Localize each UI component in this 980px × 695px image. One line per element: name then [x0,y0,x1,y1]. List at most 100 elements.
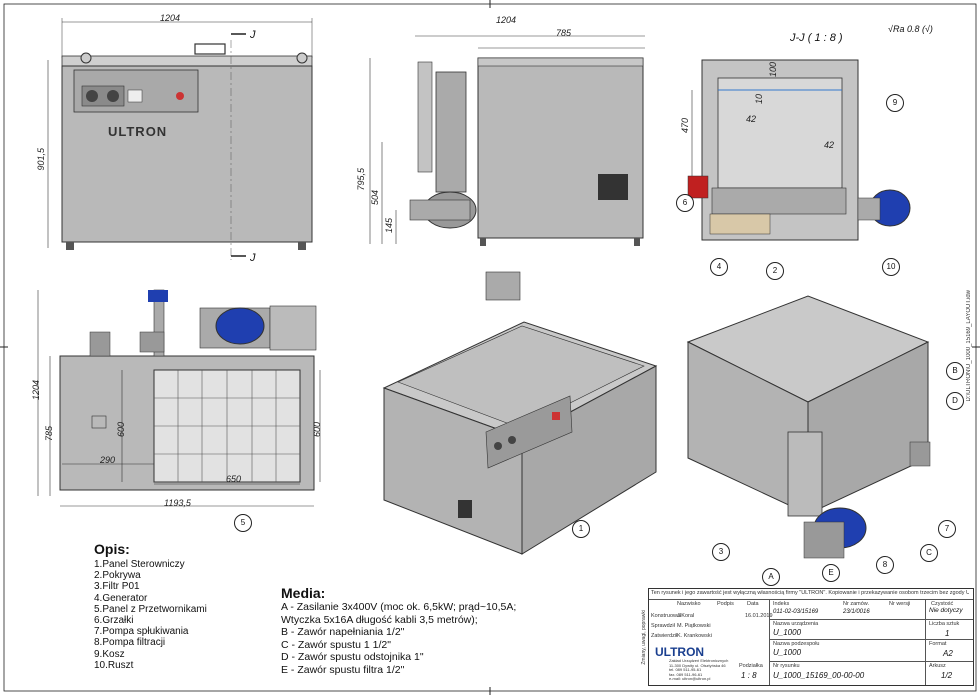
front-view [47,18,313,260]
media-item: D - Zawór spustu odstojnika 1" [281,651,424,664]
rear-view [37,289,321,507]
revision-column-text: Zmiany, uwagi, poprawki [641,610,647,665]
callout-3: 3 [712,543,730,561]
media-item: B - Zawór napełniania 1/2" [281,626,405,639]
hdr-surface: Czystość [931,601,954,607]
dim-height-145: 145 [384,218,394,234]
dim-rear-650: 650 [226,474,242,484]
dim-height-side: 795,5 [356,168,366,191]
roughness-symbol: √Ra 0.8 (√) [888,24,933,34]
subassembly-label: Nazwa podzespołu [773,641,820,647]
callout-1: 1 [572,520,590,538]
legend-item: 9.Kosz [94,648,125,660]
callout-e: E [822,564,840,582]
format-value: A2 [943,649,953,658]
callout-b: B [946,362,964,380]
hdr-sign: Podpis [717,601,734,607]
section-marker-bottom: J [250,252,256,264]
drawing-label: Nr rysunku [773,663,800,669]
callout-a: A [762,568,780,586]
dim-sec-10: 10 [754,94,764,105]
company-line: tel. 089 511-95-61 [669,667,702,673]
dim-height-504: 504 [370,190,380,206]
name-approved: K. Krankowski [677,633,712,639]
callout-10: 10 [882,258,900,276]
legend-item: 10.Ruszt [94,659,134,671]
media-item: C - Zawór spustu 1 1/2" [281,638,391,651]
index-value: 011-02-03/15169 [773,609,819,615]
side-view [369,35,645,246]
date-designed: 16.01.2019 [745,613,773,619]
section-label: J-J ( 1 : 8 ) [790,32,843,44]
drawing-number: U_1000_15169_00-00-00 [773,671,865,680]
hdr-order: Nr zamów. [843,601,869,607]
legend-item: 1.Panel Sterowniczy [94,559,185,570]
iso-front-view [382,271,658,555]
role-approved: Zatwierdził [651,633,678,639]
hdr-qty: Liczba sztuk [929,621,960,627]
dim-overall-width-side: 1204 [496,15,517,25]
media-list: Media: A - Zasilanie 3x400V (moc ok. 6,5… [281,585,516,677]
dim-sec-100: 100 [768,62,778,78]
callout-6: 6 [676,194,694,212]
role-checked: Sprawdził [651,623,675,629]
iso-rear-view [686,295,931,559]
company-logo: ULTRON [655,645,705,659]
callout-8: 8 [876,556,894,574]
hdr-sheet: Arkusz [929,663,946,669]
dim-sec-470: 470 [680,118,690,134]
company-line: e-mail: ultron@ultron.pl [669,676,711,682]
company-line: 11-300 Dywity ul. Olsztyńska 46 [669,662,726,668]
dim-tank-length: 785 [556,28,572,38]
qty-value: 1 [945,629,950,638]
dim-height-front: 901,5 [36,148,46,171]
legend-item: 4.Generator [94,592,148,604]
scale-value: 1 : 8 [741,671,757,680]
order-value: 23/1/0016 [843,609,870,615]
hdr-name: Nazwisko [677,601,701,607]
hdr-date: Data [747,601,759,607]
callout-c: C [920,544,938,562]
company-line: fax. 089 511-96-61 [669,671,703,677]
surface-value: Nie dotyczy [929,607,963,614]
section-marker-top: J [250,29,256,41]
title-block-notice: Ten rysunek i jego zawartość jest wyłącz… [651,590,969,596]
legend-item: 5.Panel z Przetwornikami [94,603,207,615]
callout-4: 4 [710,258,728,276]
dim-rear-600-b: 600 [312,422,322,438]
media-title: Media: [281,585,326,601]
dim-overall-width: 1204 [160,13,181,23]
role-designed: Konstruował [651,613,682,619]
legend-item: 7.Pompa spłukiwania [94,626,189,638]
subassembly-name: U_1000 [773,648,802,657]
callout-2: 2 [766,262,784,280]
company-line: Zakład Urządzeń Elektronicznych [669,658,729,663]
callout-9: 9 [886,94,904,112]
legend-item: 3.Filtr P01 [94,581,140,593]
media-item: E - Zawór spustu filtra 1/2" [281,663,405,676]
legend: Opis: 1.Panel Sterowniczy 2.Pokrywa 3.Fi… [94,541,207,671]
legend-item: 6.Grzałki [94,615,134,627]
callout-5: 5 [234,514,252,532]
dim-rear-height: 1204 [31,380,41,401]
callout-7: 7 [938,520,956,538]
file-path-text: D:\ULTRON\U_1000_15169_LAYOUT.idw [966,290,972,402]
callout-d: D [946,392,964,410]
hdr-index: Indeks [773,601,790,607]
media-item: Wtyczka 5x16A długość kabli 3,5 metrów); [281,613,478,626]
hdr-format: Format [929,641,947,647]
sheet-value: 1/2 [941,671,953,680]
device-label: Nazwa urządzenia [773,621,819,627]
dim-rear-785: 785 [44,426,54,442]
dim-rear-290: 290 [100,455,116,465]
dim-sec-42-a: 42 [746,114,757,124]
legend-title: Opis: [94,541,130,557]
brand-logo: ULTRON [108,124,168,139]
device-name: U_1000 [773,628,802,637]
dim-sec-42-b: 42 [824,140,835,150]
hdr-version: Nr wersji [889,601,911,607]
dim-rear-600-a: 600 [116,422,126,438]
legend-item: 2.Pokrywa [94,570,141,582]
name-designed: J.Koral [677,613,695,619]
